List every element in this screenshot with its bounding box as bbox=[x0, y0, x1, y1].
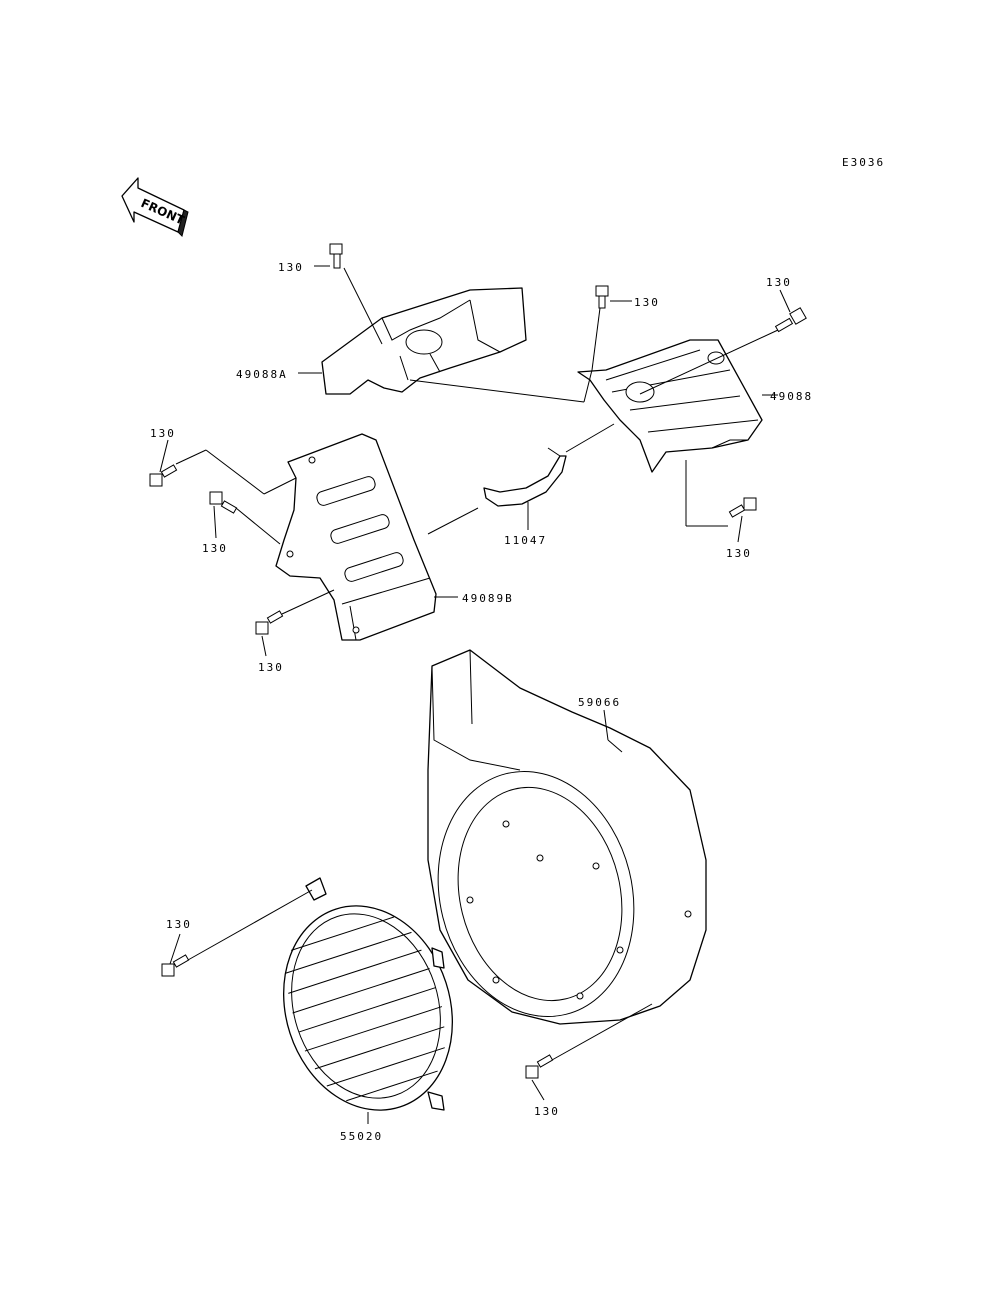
bracket-part-11047 bbox=[483, 447, 567, 507]
bolt-icon bbox=[774, 307, 807, 333]
bolt-icon bbox=[525, 1054, 554, 1079]
bolt-label: 130 bbox=[166, 918, 192, 931]
bolt-label: 130 bbox=[534, 1105, 560, 1118]
bolt-icon bbox=[161, 954, 190, 977]
screen-part-55020 bbox=[283, 877, 453, 1111]
fan-housing-part-59066 bbox=[427, 649, 707, 1025]
shroud-part-48088a bbox=[321, 287, 527, 395]
cover-part-49089b bbox=[275, 433, 437, 641]
bolt-label: 130 bbox=[766, 276, 792, 289]
bolt-icon bbox=[255, 610, 284, 635]
part-label-55020: 55020 bbox=[340, 1130, 383, 1143]
part-label-59066: 59066 bbox=[578, 696, 621, 709]
bolt-icon bbox=[595, 285, 609, 309]
part-label-49089b: 49089B bbox=[462, 592, 514, 605]
bolt-label: 130 bbox=[726, 547, 752, 560]
bolt-label: 130 bbox=[258, 661, 284, 674]
bolt-label: 130 bbox=[202, 542, 228, 555]
bolt-label: 130 bbox=[150, 427, 176, 440]
bolt-icon bbox=[728, 497, 757, 518]
shroud-part-48088 bbox=[577, 339, 763, 473]
bolt-label: 130 bbox=[634, 296, 660, 309]
part-label-49088: 49088 bbox=[770, 390, 813, 403]
leader-lines bbox=[159, 265, 791, 1124]
diagram-code: E3036 bbox=[842, 156, 885, 169]
part-label-49088a: 49088A bbox=[236, 368, 288, 381]
bolt-icon bbox=[209, 491, 238, 514]
bolt-icon bbox=[149, 464, 178, 487]
front-arrow-icon: FRONT bbox=[121, 177, 189, 237]
bolt-label: 130 bbox=[278, 261, 304, 274]
bolt-icon bbox=[329, 243, 343, 269]
part-label-11047: 11047 bbox=[504, 534, 547, 547]
